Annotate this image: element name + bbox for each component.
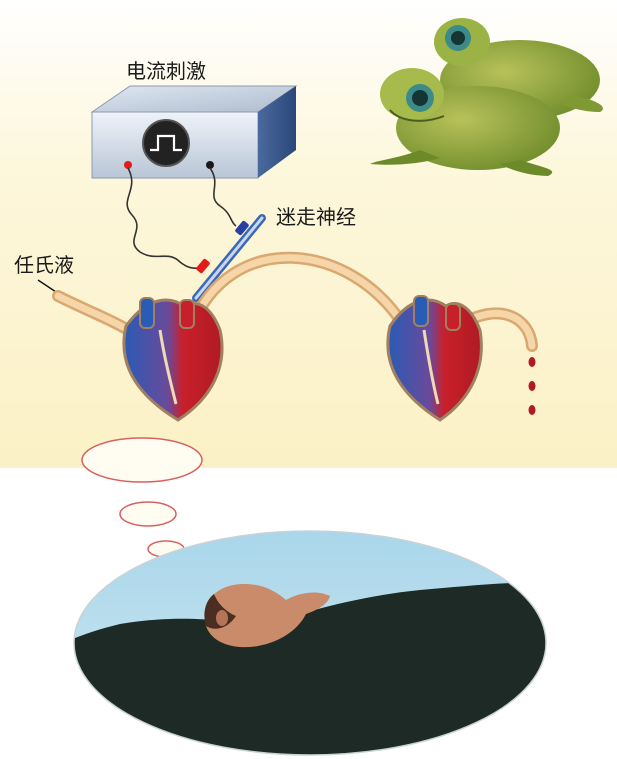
drop-icon <box>529 405 536 415</box>
drop-icon <box>529 357 536 367</box>
thought-bubble <box>120 502 176 526</box>
stimulator-display-icon <box>143 120 189 166</box>
sleeping-person-icon <box>70 528 560 759</box>
stimulator-box-icon <box>92 86 296 178</box>
red-terminal-icon <box>124 161 132 169</box>
ringer-solution-label: 任氏液 <box>14 253 74 277</box>
vagus-nerve-label: 迷走神经 <box>276 205 356 229</box>
black-terminal-icon <box>206 161 214 169</box>
thought-bubble <box>82 438 202 482</box>
drop-icon <box>529 381 536 391</box>
stimulator-label: 电流刺激 <box>126 59 206 83</box>
